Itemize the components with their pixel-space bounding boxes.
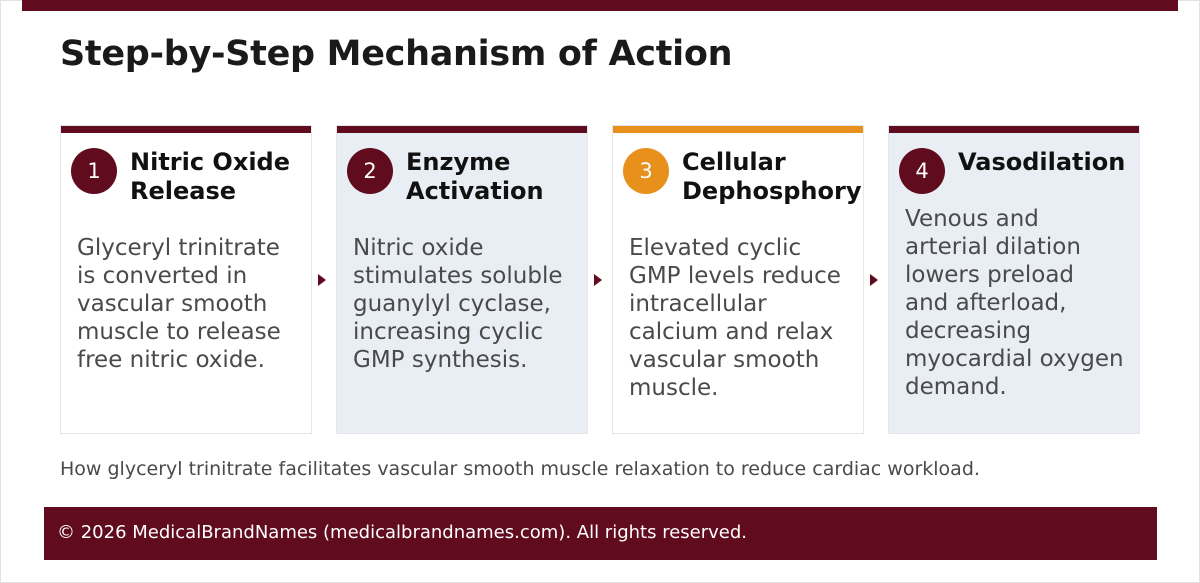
step-description-line: myocardial oxygen: [905, 346, 1124, 372]
step-title: Vasodilation: [958, 148, 1125, 177]
step-number-badge: 2: [347, 148, 393, 194]
step-description-line: GMP synthesis.: [353, 347, 528, 373]
step-card-top-bar: [613, 126, 863, 133]
step-number-badge: 3: [623, 148, 669, 194]
step-title-line: Release: [130, 177, 237, 205]
step-description-line: calcium and relax: [629, 319, 834, 345]
top-accent-bar: [22, 0, 1178, 11]
step-title-line: Activation: [406, 177, 544, 205]
step-description-line: Venous and: [905, 206, 1039, 232]
step-description-line: Nitric oxide: [353, 235, 484, 261]
step-card-top-bar: [889, 126, 1139, 133]
step-description-line: decreasing: [905, 318, 1032, 344]
step-description-line: increasing cyclic: [353, 319, 543, 345]
footer: © 2026 MedicalBrandNames (medicalbrandna…: [44, 507, 1157, 560]
step-title-line: Dephosphorylation: [682, 177, 863, 205]
step-description-line: free nitric oxide.: [77, 347, 265, 373]
step-number-badge: 1: [71, 148, 117, 194]
step-description-line: Elevated cyclic: [629, 235, 802, 261]
step-description-line: demand.: [905, 374, 1007, 400]
step-description-line: muscle.: [629, 375, 719, 401]
step-description-line: and afterload,: [905, 290, 1067, 316]
diagram-caption: How glyceryl trinitrate facilitates vasc…: [60, 458, 980, 480]
step-title: CellularDephosphorylation: [682, 148, 863, 206]
flow-arrow-icon: [318, 274, 326, 286]
step-description-line: lowers preload: [905, 262, 1075, 288]
step-card-top-bar: [61, 126, 311, 133]
step-description-line: arterial dilation: [905, 234, 1081, 260]
step-description-line: muscle to release: [77, 319, 281, 345]
step-title-line: Enzyme: [406, 148, 511, 176]
step-description-line: stimulates soluble: [353, 263, 563, 289]
step-card-top-bar: [337, 126, 587, 133]
flow-arrow-icon: [594, 274, 602, 286]
step-title-line: Cellular: [682, 148, 786, 176]
step-title-line: Vasodilation: [958, 148, 1126, 176]
step-description-line: vascular smooth: [629, 347, 820, 373]
step-card-3: 3 CellularDephosphorylationElevated cycli…: [612, 125, 864, 434]
step-description-line: is converted in: [77, 263, 248, 289]
step-title-line: Nitric Oxide: [130, 148, 290, 176]
step-description-line: vascular smooth: [77, 291, 268, 317]
step-description-line: Glyceryl trinitrate: [77, 235, 280, 261]
page-title: Step-by-Step Mechanism of Action: [60, 34, 733, 74]
step-description-line: GMP levels reduce: [629, 263, 841, 289]
step-description-line: guanylyl cyclase,: [353, 291, 551, 317]
step-number-badge: 4: [899, 148, 945, 194]
flow-arrow-icon: [870, 274, 878, 286]
copyright-text: © 2026 MedicalBrandNames (medicalbrandna…: [57, 522, 747, 543]
step-description-line: intracellular: [629, 291, 767, 317]
